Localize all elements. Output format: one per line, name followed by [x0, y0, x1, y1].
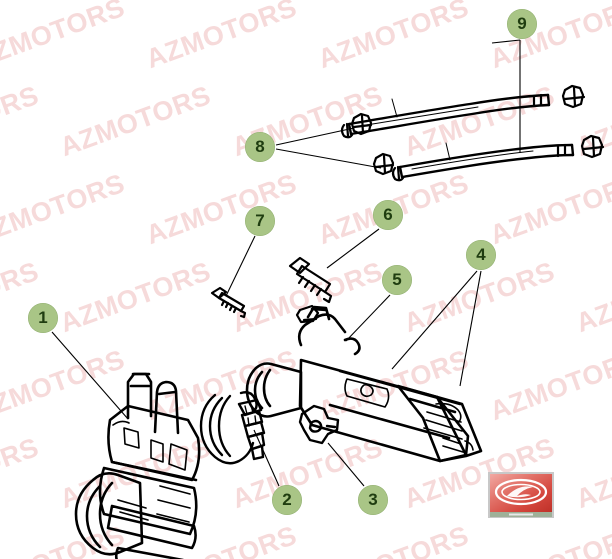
callout-badge-7[interactable]: 7 [245, 206, 275, 236]
manufacturer-logo[interactable] [487, 471, 555, 519]
callout-badge-6[interactable]: 6 [373, 200, 403, 230]
callout-badge-2[interactable]: 2 [272, 485, 302, 515]
callout-badge-1[interactable]: 1 [28, 303, 58, 333]
manufacturer-logo-emblem [488, 472, 554, 518]
callout-badge-8[interactable]: 8 [245, 132, 275, 162]
callout-badge-9[interactable]: 9 [507, 9, 537, 39]
callout-badge-5[interactable]: 5 [382, 265, 412, 295]
callout-badge-3[interactable]: 3 [358, 485, 388, 515]
callout-badge-4[interactable]: 4 [466, 240, 496, 270]
